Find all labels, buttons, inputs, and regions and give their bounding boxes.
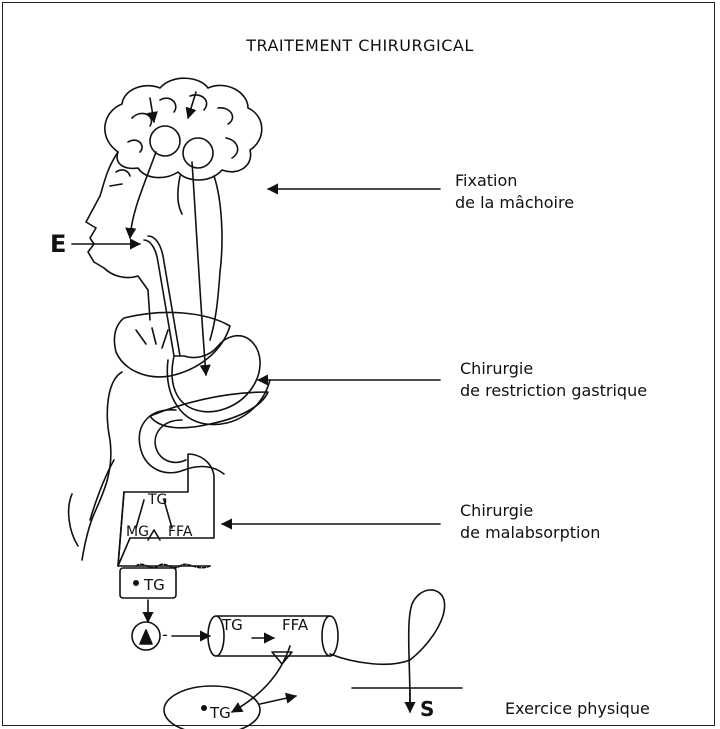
tg-adipose-label: TG xyxy=(209,704,231,722)
tg-chylomicron-label: TG xyxy=(143,576,165,594)
brain-outline xyxy=(105,78,262,180)
minus-sign: - xyxy=(162,625,168,644)
left-brain-center xyxy=(150,126,180,156)
tg-label: TG xyxy=(147,492,167,508)
colon xyxy=(82,372,122,560)
ffa-label: FFA xyxy=(168,524,193,540)
head-profile xyxy=(86,152,150,320)
entry-label: E xyxy=(50,230,66,258)
mg-label: MG xyxy=(126,524,149,540)
stomach xyxy=(172,336,260,412)
right-brain-center xyxy=(183,138,213,168)
intestine-box xyxy=(118,454,214,566)
tg-vessel-label: TG xyxy=(221,616,243,634)
ffa-vessel-label: FFA xyxy=(282,616,309,634)
exit-label: S xyxy=(420,697,434,721)
